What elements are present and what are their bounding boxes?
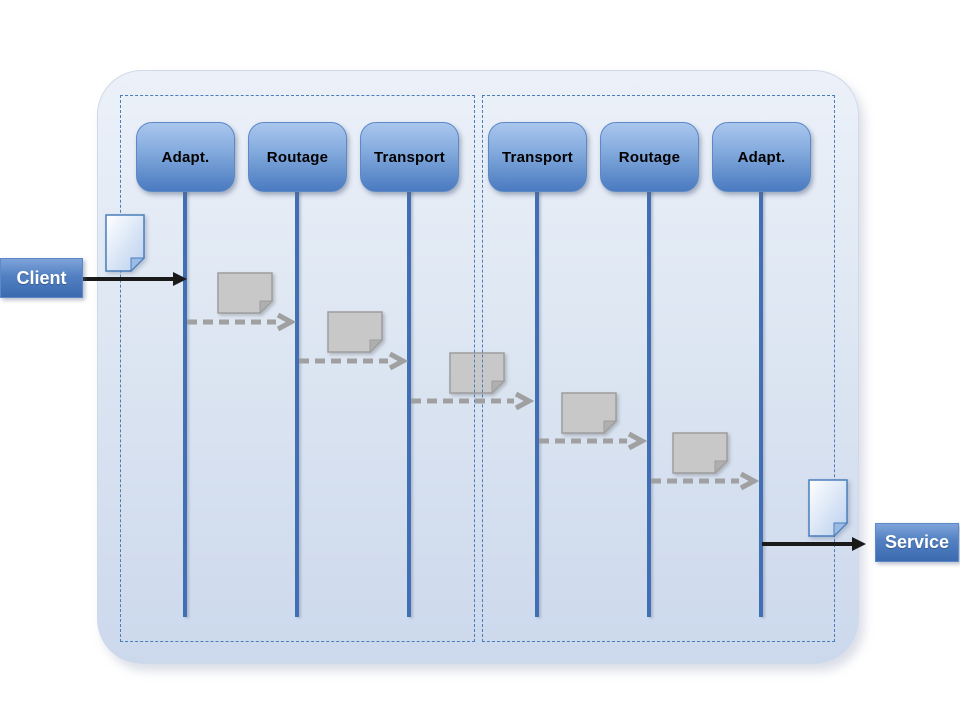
node-adapt-left: Adapt.: [136, 122, 235, 192]
arrowhead-icon: [514, 391, 535, 411]
node-adapt-right: Adapt.: [712, 122, 811, 192]
node-label: Transport: [374, 148, 445, 166]
service-document-icon: [808, 479, 849, 538]
client-request-arrow: [81, 272, 187, 286]
arrowhead-icon: [276, 312, 297, 332]
message-document-icon-2: [327, 311, 384, 354]
document-fold-corner: [130, 257, 146, 273]
service-delivery-arrow: [762, 537, 866, 551]
message-document-icon-1: [217, 272, 274, 315]
service-box: Service: [875, 523, 959, 562]
lifeline-adapt-left: [183, 189, 187, 617]
message-arrow-2: [299, 351, 409, 371]
lifeline-transport-right: [535, 189, 539, 617]
node-label: Transport: [502, 148, 573, 166]
message-document-icon-3: [449, 352, 506, 395]
document-fold-corner: [714, 460, 729, 475]
arrowhead-icon: [852, 537, 866, 551]
left-group-dashed-frame: [120, 95, 475, 642]
message-arrow-5: [651, 471, 760, 491]
node-label: Adapt.: [737, 148, 786, 166]
arrowhead-icon: [388, 351, 409, 371]
lifeline-transport-left: [407, 189, 411, 617]
client-box: Client: [0, 258, 83, 298]
client-document-icon: [105, 214, 146, 273]
lifeline-routage-left: [295, 189, 299, 617]
arrowhead-icon: [739, 471, 760, 491]
message-arrow-3: [411, 391, 535, 411]
node-label: Routage: [266, 148, 329, 166]
document-fold-corner: [491, 380, 506, 395]
lifeline-routage-right: [647, 189, 651, 617]
message-arrow-4: [539, 431, 648, 451]
node-routage-right: Routage: [600, 122, 699, 192]
node-routage-left: Routage: [248, 122, 347, 192]
service-label: Service: [884, 532, 950, 552]
node-label: Routage: [618, 148, 681, 166]
arrowhead-icon: [173, 272, 187, 286]
client-label: Client: [16, 267, 67, 288]
document-fold-corner: [369, 339, 384, 354]
node-label: Adapt.: [161, 148, 210, 166]
document-fold-corner: [259, 300, 274, 315]
message-document-icon-5: [672, 432, 729, 475]
document-fold-corner: [833, 522, 849, 538]
message-arrow-1: [187, 312, 297, 332]
arrowhead-icon: [627, 431, 648, 451]
lifeline-adapt-right: [759, 189, 763, 617]
node-transport-left: Transport: [360, 122, 459, 192]
node-transport-right: Transport: [488, 122, 587, 192]
message-document-icon-4: [561, 392, 618, 435]
right-group-dashed-frame: [482, 95, 835, 642]
document-fold-corner: [603, 420, 618, 435]
